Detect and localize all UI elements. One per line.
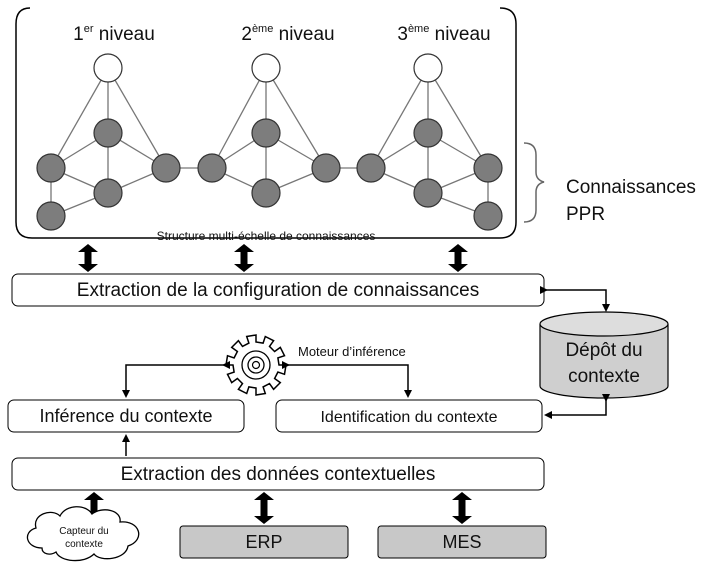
engine-label: Moteur d’inférence [298, 344, 406, 359]
graph-node [413, 118, 443, 148]
level-title-1: 1er niveau [73, 23, 155, 45]
graph-edge [211, 67, 267, 169]
level-title-3: 3ème niveau [397, 23, 490, 45]
knowledge-label-line1: Connaissances [566, 177, 696, 198]
config-depot-connector [540, 286, 610, 312]
erp-box [179, 525, 349, 559]
extraction-config-label: Extraction de la configuration de connai… [77, 280, 479, 301]
knowledge-structure-frame [15, 7, 517, 239]
sensor-label-line2: contexte [65, 539, 103, 550]
identification-box [275, 399, 543, 433]
knowledge-config-arrow [234, 244, 254, 272]
graph-edge [265, 67, 327, 169]
mes-data-arrow [452, 492, 472, 524]
inference-label: Inférence du contexte [39, 406, 212, 426]
graph-node [473, 201, 503, 231]
sensor-label-line1: Capteur du [59, 526, 108, 537]
top-node [93, 53, 123, 83]
graph-node [473, 153, 503, 183]
graph-node [197, 153, 227, 183]
level-title-2: 2ème niveau [241, 23, 334, 45]
graph-node [36, 201, 66, 231]
graph-edge [370, 67, 429, 169]
knowledge-brace [523, 142, 545, 223]
graph-edge [50, 67, 109, 169]
graph-node [93, 178, 123, 208]
graph-node [311, 153, 341, 183]
graph-node [36, 153, 66, 183]
mes-label: MES [442, 532, 481, 552]
graph-node [151, 153, 181, 183]
graph-node [356, 153, 386, 183]
depot-label-line1: Dépôt du [565, 340, 642, 361]
graph-edge [427, 67, 489, 169]
top-node [251, 53, 281, 83]
graph-node [251, 118, 281, 148]
sensor-cloud [26, 506, 140, 562]
graph-node [251, 178, 281, 208]
engine-identification-connector [282, 361, 412, 398]
knowledge-label-line2: PPR [566, 204, 605, 225]
gear-icon [225, 334, 287, 396]
erp-label: ERP [245, 532, 282, 552]
engine-inference-connector [122, 361, 230, 398]
knowledge-config-arrow [78, 244, 98, 272]
extraction-data-box [11, 457, 545, 491]
structure-label: Structure multi-échelle de connaissances [157, 229, 376, 243]
erp-data-arrow [254, 492, 274, 524]
graph-node [413, 178, 443, 208]
depot-label-line2: contexte [568, 366, 640, 387]
inference-box [7, 399, 245, 433]
graph-edge [107, 67, 167, 169]
graph-node [93, 118, 123, 148]
knowledge-config-arrow [448, 244, 468, 272]
top-node [413, 53, 443, 83]
mes-box [377, 525, 547, 559]
identification-label: Identification du contexte [320, 409, 497, 426]
depot-identification-connector [544, 394, 610, 419]
extraction-data-label: Extraction des données contextuelles [121, 464, 436, 485]
